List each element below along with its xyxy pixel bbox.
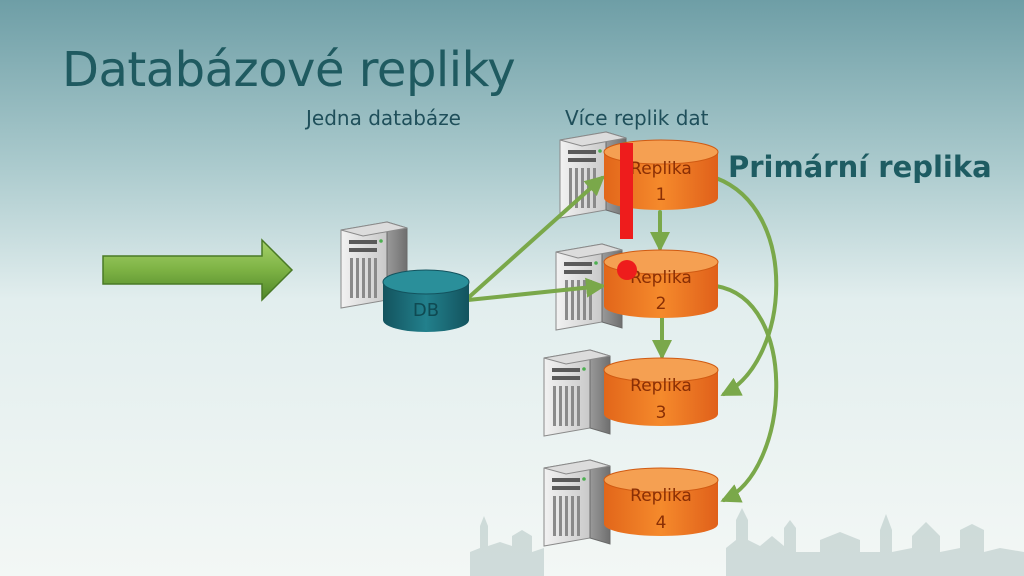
replication-arrows — [466, 175, 779, 503]
arrow-replica-1-to-3 — [714, 176, 779, 396]
primary-replica-label: Primární replika — [728, 150, 992, 184]
arrow-db-to-replica-1 — [466, 175, 605, 300]
database-cylinder-icon: DB — [382, 269, 470, 332]
replica-number: 4 — [656, 513, 667, 533]
single-db-label: Jedna databáze — [306, 106, 461, 130]
replica-number: 3 — [656, 403, 667, 423]
replica-4: Replika 4 — [603, 467, 719, 536]
incoming-arrow-icon — [102, 238, 294, 302]
replica-label: Replika — [630, 268, 692, 288]
server-icon — [543, 459, 611, 547]
arrow-db-to-replica-2 — [466, 277, 606, 302]
replica-number: 2 — [656, 294, 667, 314]
server-icon — [543, 349, 611, 437]
replica-label: Replika — [630, 376, 692, 396]
slide-title: Databázové repliky — [62, 42, 516, 98]
replica-label: Replika — [630, 486, 692, 506]
replica-3: Replika 3 — [603, 357, 719, 426]
replicas-label: Více replik dat — [565, 106, 709, 130]
replica-2: Replika 2 — [603, 249, 719, 318]
skyline-decoration — [470, 508, 1024, 576]
failure-marker-icon — [617, 143, 637, 280]
replica-label: Replika — [630, 159, 692, 179]
replica-number: 1 — [656, 185, 667, 205]
arrow-replica-2-to-4 — [714, 284, 779, 503]
db-label: DB — [413, 300, 439, 321]
